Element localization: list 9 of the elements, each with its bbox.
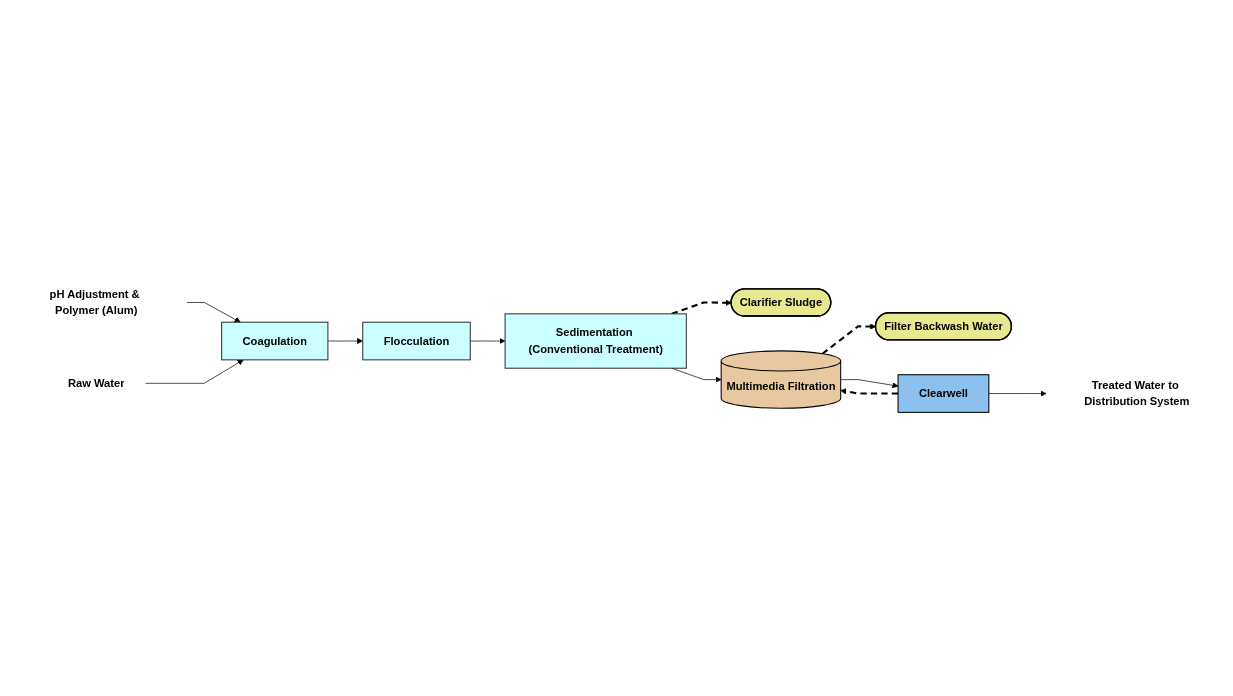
node-box: Coagulation	[221, 321, 329, 361]
node-box: Sedimentation (Conventional Treatment)	[504, 313, 687, 369]
arrow	[671, 299, 732, 315]
node-text: Treated Water to Distribution System	[1084, 378, 1190, 408]
node-text: Raw Water	[67, 377, 125, 389]
node-text: pH Adjustment & Polymer (Alum)	[49, 287, 140, 317]
node-box: Clearwell	[897, 374, 990, 413]
node-box: Flocculation	[362, 321, 471, 361]
arrow	[840, 388, 899, 395]
